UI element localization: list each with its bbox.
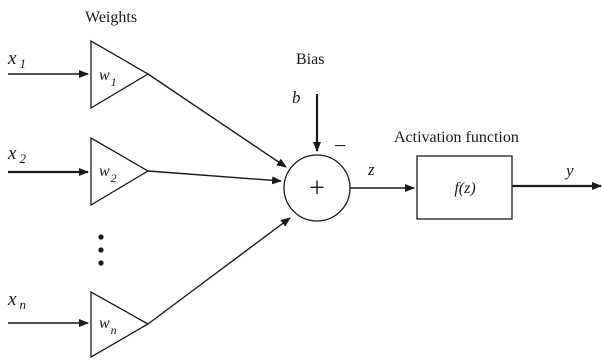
bias-group: Bias b − <box>292 51 346 158</box>
activation-function-label: f(z) <box>454 180 475 197</box>
weight-n-label: wn <box>99 315 117 337</box>
minus-sign: − <box>334 133 346 158</box>
weight-n-triangle <box>90 290 150 359</box>
weights-label: Weights <box>85 9 137 26</box>
weight-2-to-sum-arrow <box>147 170 282 185</box>
ellipsis-dots <box>98 234 104 266</box>
activation-box <box>416 155 513 220</box>
output-y-label: y <box>564 161 574 180</box>
weight-1-to-sum-arrow <box>147 73 287 168</box>
weight-n-to-sum-arrow <box>147 217 291 325</box>
weight-2-triangle <box>90 136 150 207</box>
activation-label: Activation function <box>394 129 519 146</box>
z-label: z <box>367 160 375 179</box>
weight-1-triangle <box>90 39 150 110</box>
weight-2-label: w2 <box>99 163 117 185</box>
summation-node: + <box>283 154 351 222</box>
bias-label: Bias <box>296 51 324 68</box>
bias-symbol: b <box>292 88 301 107</box>
plus-sign: + <box>309 173 325 204</box>
weight-1-label: w1 <box>99 67 117 89</box>
